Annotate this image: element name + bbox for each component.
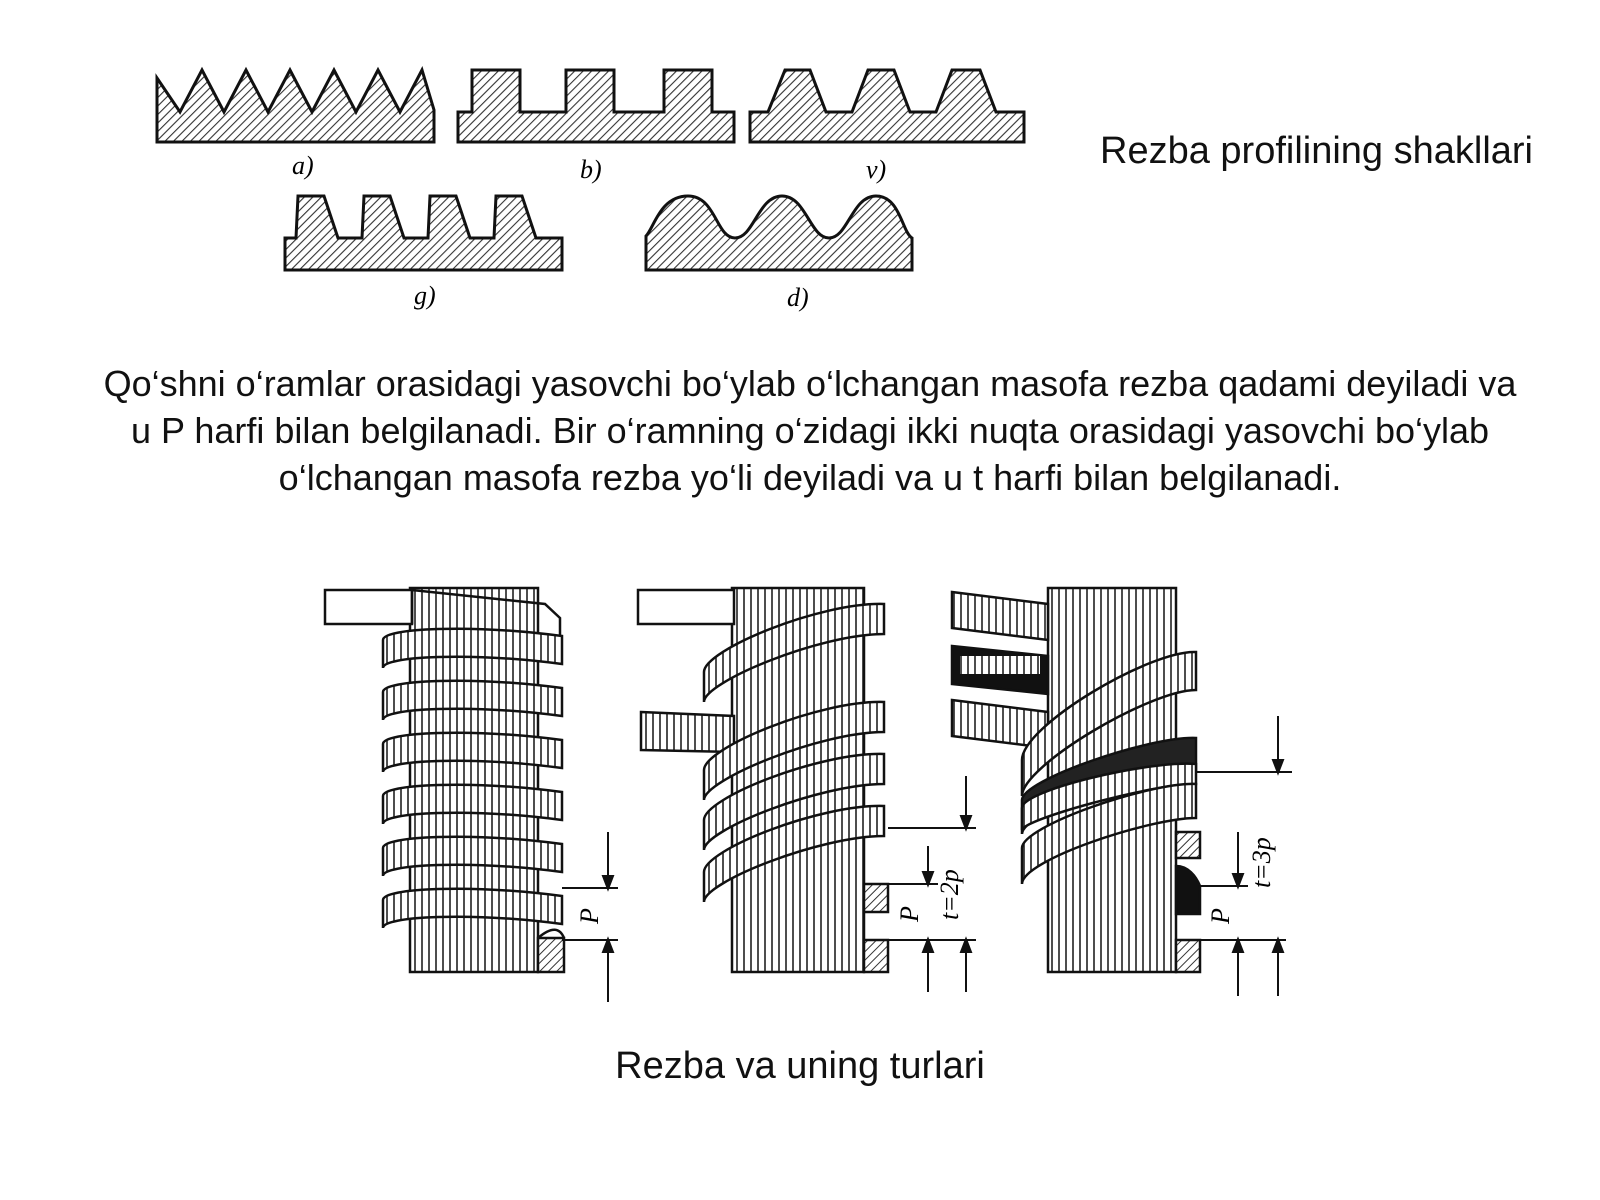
lead-dimension-3 — [1196, 716, 1292, 996]
pitch-dimension-1 — [562, 832, 618, 1002]
profile-d-label: d) — [787, 283, 809, 312]
single-start-thread — [323, 586, 566, 974]
definition-paragraph: Qo‘shni o‘ramlar orasidagi yasovchi bo‘y… — [103, 363, 1517, 498]
lead-label-3: t=3p — [1247, 837, 1276, 888]
threads-caption: Rezba va uning turlari — [615, 1045, 985, 1087]
profile-a-triangular — [155, 66, 436, 144]
pitch-label-1: P — [575, 908, 604, 925]
double-start-thread — [636, 586, 890, 974]
profile-g-buttress — [283, 194, 564, 272]
profile-d-round — [644, 194, 914, 272]
pitch-label-3: P — [1206, 908, 1235, 925]
profile-v-trapezoidal — [748, 68, 1026, 144]
profile-a-label: a) — [292, 151, 314, 180]
profile-g-label: g) — [414, 281, 436, 310]
thread-profiles-diagram: a) b) v) g) d) — [155, 66, 1026, 312]
pitch-label-2: P — [895, 906, 924, 923]
profile-b-label: b) — [580, 155, 602, 184]
lead-label-2: t=2p — [935, 869, 964, 920]
triple-start-thread — [950, 586, 1202, 974]
profiles-caption: Rezba profilining shakllari — [1100, 130, 1533, 172]
profile-b-rectangular — [456, 68, 736, 144]
profile-v-label: v) — [866, 155, 886, 184]
lead-dimension-2 — [888, 776, 976, 992]
